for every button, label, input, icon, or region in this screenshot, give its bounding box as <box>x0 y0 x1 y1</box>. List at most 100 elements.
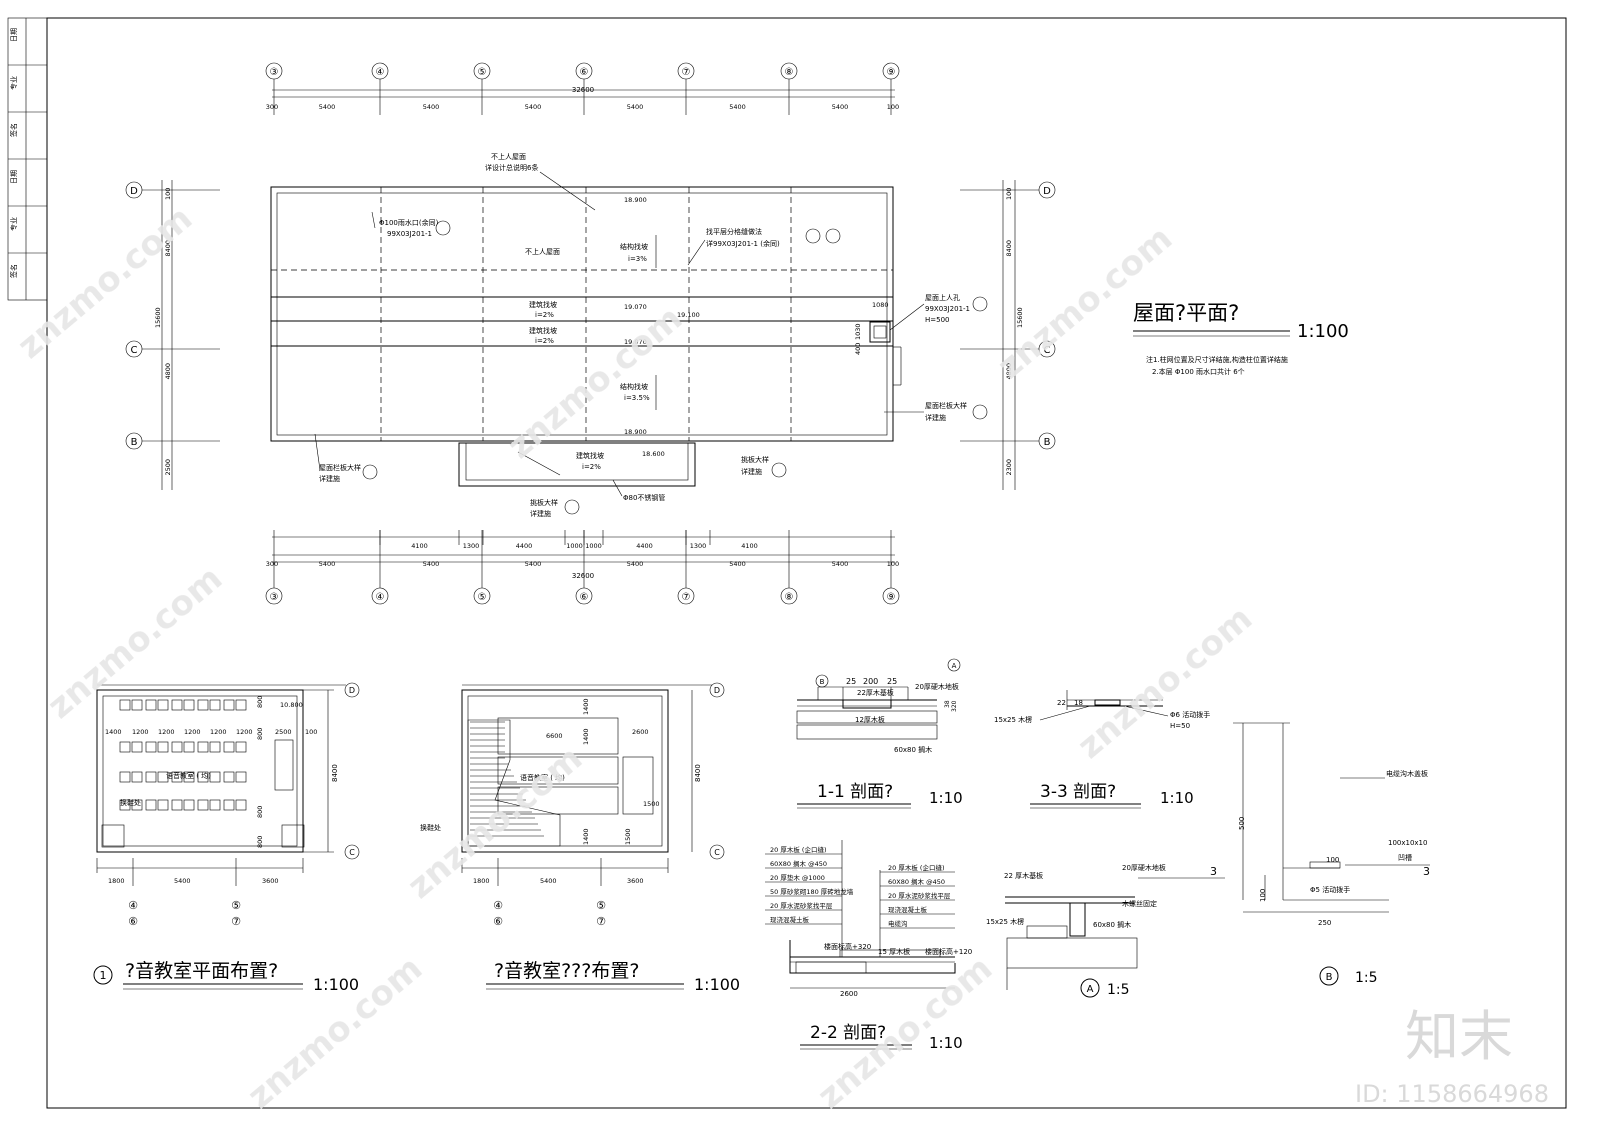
detB-dim-3: 250 <box>1318 919 1331 927</box>
plan2-changing: 换鞋处 <box>420 823 441 832</box>
plan2-dim-3: 3600 <box>627 877 644 885</box>
tb-3: 签名 <box>9 123 18 137</box>
plan1-title: ?音教室平面布置? <box>125 960 278 982</box>
detA-label-2: 20厚硬木地板 <box>1122 863 1166 872</box>
roof-elev-6: 18.600 <box>642 450 665 458</box>
detB-label-3: 凹槽 <box>1398 853 1412 862</box>
sec22-elev-1: 楼面标高+320 <box>824 942 871 951</box>
watermark-5: znzmo.com <box>400 738 590 906</box>
side-axis-right: C <box>1044 345 1051 356</box>
roof-label-parapet-ref: 详建施 <box>925 413 946 422</box>
axis-label: ⑦ <box>682 67 691 78</box>
roof-dim-row1: 4100 <box>741 542 758 550</box>
roof-note-2: 2.本层 Φ100 雨水口共计 6个 <box>1152 367 1245 376</box>
detA-ref: 3 <box>1210 865 1217 878</box>
sec22-left-label: 20 厚垫木 @1000 <box>770 873 825 882</box>
plan1-misc-2: 800 <box>256 696 264 708</box>
roof-dim-bottom: 5400 <box>319 560 336 568</box>
plan2-inner-5: 1400 <box>582 728 590 745</box>
section-1-1: B A 25 200 25 20厚硬木地板 22厚木基板 12厚木板 60x80… <box>796 658 963 809</box>
roof-label-canopy: 挑板大样 <box>741 455 769 464</box>
roof-total-top: 32600 <box>572 86 594 94</box>
roof-dim-bottom: 5400 <box>423 560 440 568</box>
roof-dim-row1: 4400 <box>636 542 653 550</box>
roof-side-dim-right: 2300 <box>1005 459 1013 476</box>
detB-label-4: Φ5 活动拨手 <box>1310 885 1350 894</box>
sec11-label-1: 20厚硬木地板 <box>915 682 959 691</box>
title-block-strip: 日期 专业 签名 日期 专业 签名 <box>7 17 48 301</box>
roof-side-dim-left: 8400 <box>164 240 172 257</box>
watermark-2: znzmo.com <box>500 298 690 466</box>
roof-dim-top: 100 <box>887 103 899 111</box>
roof-dim-top: 5400 <box>319 103 336 111</box>
roof-label-hatch-h: H=500 <box>925 316 950 324</box>
detB-marker: B <box>1326 972 1333 983</box>
detA-scale: 1:5 <box>1107 982 1130 998</box>
sec11-label-4: 60x80 搁木 <box>894 745 932 754</box>
roof-dim-bottom: 5400 <box>627 560 644 568</box>
plan1-misc-5: 800 <box>256 836 264 848</box>
plan2-title: ?音教室???布置? <box>494 960 639 982</box>
roof-label-struct-slope: 结构找坡 <box>620 242 648 251</box>
section-3-3: 22 18 15x25 木楞 Φ6 活动拨手 H=50 3-3 剖面? 1:10 <box>994 690 1210 809</box>
sec33-label-1: 15x25 木楞 <box>994 715 1032 724</box>
roof-label-struct-slope-2: 结构找坡 <box>620 382 648 391</box>
detail-a: 22 厚木基板 20厚硬木地板 木螺丝固定 15x25 木楞 60x80 搁木 … <box>986 863 1225 998</box>
axis-label: ③ <box>270 67 279 78</box>
roof-label-arch-slope-3: 建筑找坡 <box>576 451 604 460</box>
sec11-label-5: 38 <box>944 700 951 708</box>
sec11-scale: 1:10 <box>929 789 963 807</box>
plan1-misc-1: 10.800 <box>280 701 303 709</box>
plan1-top-1: 1400 <box>105 728 122 736</box>
roof-dim-row1: 1000 <box>585 542 602 550</box>
roof-label-steel-pipe: Φ80不锈钢管 <box>623 493 665 502</box>
roof-side-dim-right: 15600 <box>1016 307 1024 328</box>
axis-label: ⑦ <box>682 592 691 603</box>
sec22-dim: 2600 <box>840 990 858 998</box>
axis-label: ⑤ <box>478 67 487 78</box>
plan1-dim-1: 1800 <box>108 877 125 885</box>
plan2-axis-6: ⑥ <box>493 915 503 928</box>
side-axis-right: B <box>1044 437 1051 448</box>
plan1-scale: 1:100 <box>313 975 359 994</box>
tb-6: 签名 <box>9 264 18 278</box>
plan1-changing: 换鞋处 <box>120 798 141 807</box>
sec22-left-label: 60X80 搁木 @450 <box>770 859 827 868</box>
plan2-room: 语音教室 ( 均) <box>520 773 565 782</box>
roof-label-arch-slope-b: 建筑找坡 <box>529 326 557 335</box>
detB-ref: 3 <box>1423 865 1430 878</box>
tb-4: 日期 <box>10 170 18 184</box>
roof-dim-top: 5400 <box>423 103 440 111</box>
axis-label: ⑥ <box>580 592 589 603</box>
plan2-inner-4: 1400 <box>582 698 590 715</box>
roof-label-screed-ref: 详99X03J201-1 (余同) <box>706 239 780 248</box>
sec33-label-4: 22 <box>1057 699 1066 707</box>
plan1-axis-6: ⑥ <box>128 915 138 928</box>
plan2-inner-1: 6600 <box>546 732 563 740</box>
sec22-right-label: 电缆沟 <box>888 919 908 928</box>
detA-marker: A <box>1087 984 1094 995</box>
side-axis-right: D <box>1043 186 1051 197</box>
watermark-4: znzmo.com <box>40 558 230 726</box>
sec22-right-label: 20 厚水泥砂浆找平层 <box>888 891 951 900</box>
sec11-label-6: 320 <box>951 700 958 712</box>
sec22-elev-2: 15 厚木板 <box>878 947 910 956</box>
roof-hatch-dim-3: 400 <box>854 343 862 355</box>
roof-side-dim-left: 2500 <box>164 459 172 476</box>
roof-dim-bottom: 100 <box>887 560 899 568</box>
plan1-top-5: 1200 <box>210 728 227 736</box>
roof-title: 屋面?平面? <box>1133 301 1239 325</box>
plan2-inner-3: 1500 <box>643 800 660 808</box>
roof-parapet <box>276 192 888 436</box>
roof-label-slope2b: i=2% <box>535 337 554 345</box>
plan1-top-4: 1200 <box>184 728 201 736</box>
plan1-dim-3: 3600 <box>262 877 279 885</box>
roof-note-1: 注1.柱网位置及尺寸详结施,构造柱位置详结施 <box>1146 355 1288 364</box>
roof-dim-row1: 1000 <box>566 542 583 550</box>
axis-label: ⑧ <box>785 592 794 603</box>
roof-hatch-dim-2: 1030 <box>854 323 862 340</box>
plan1-axis-7: ⑦ <box>231 915 241 928</box>
